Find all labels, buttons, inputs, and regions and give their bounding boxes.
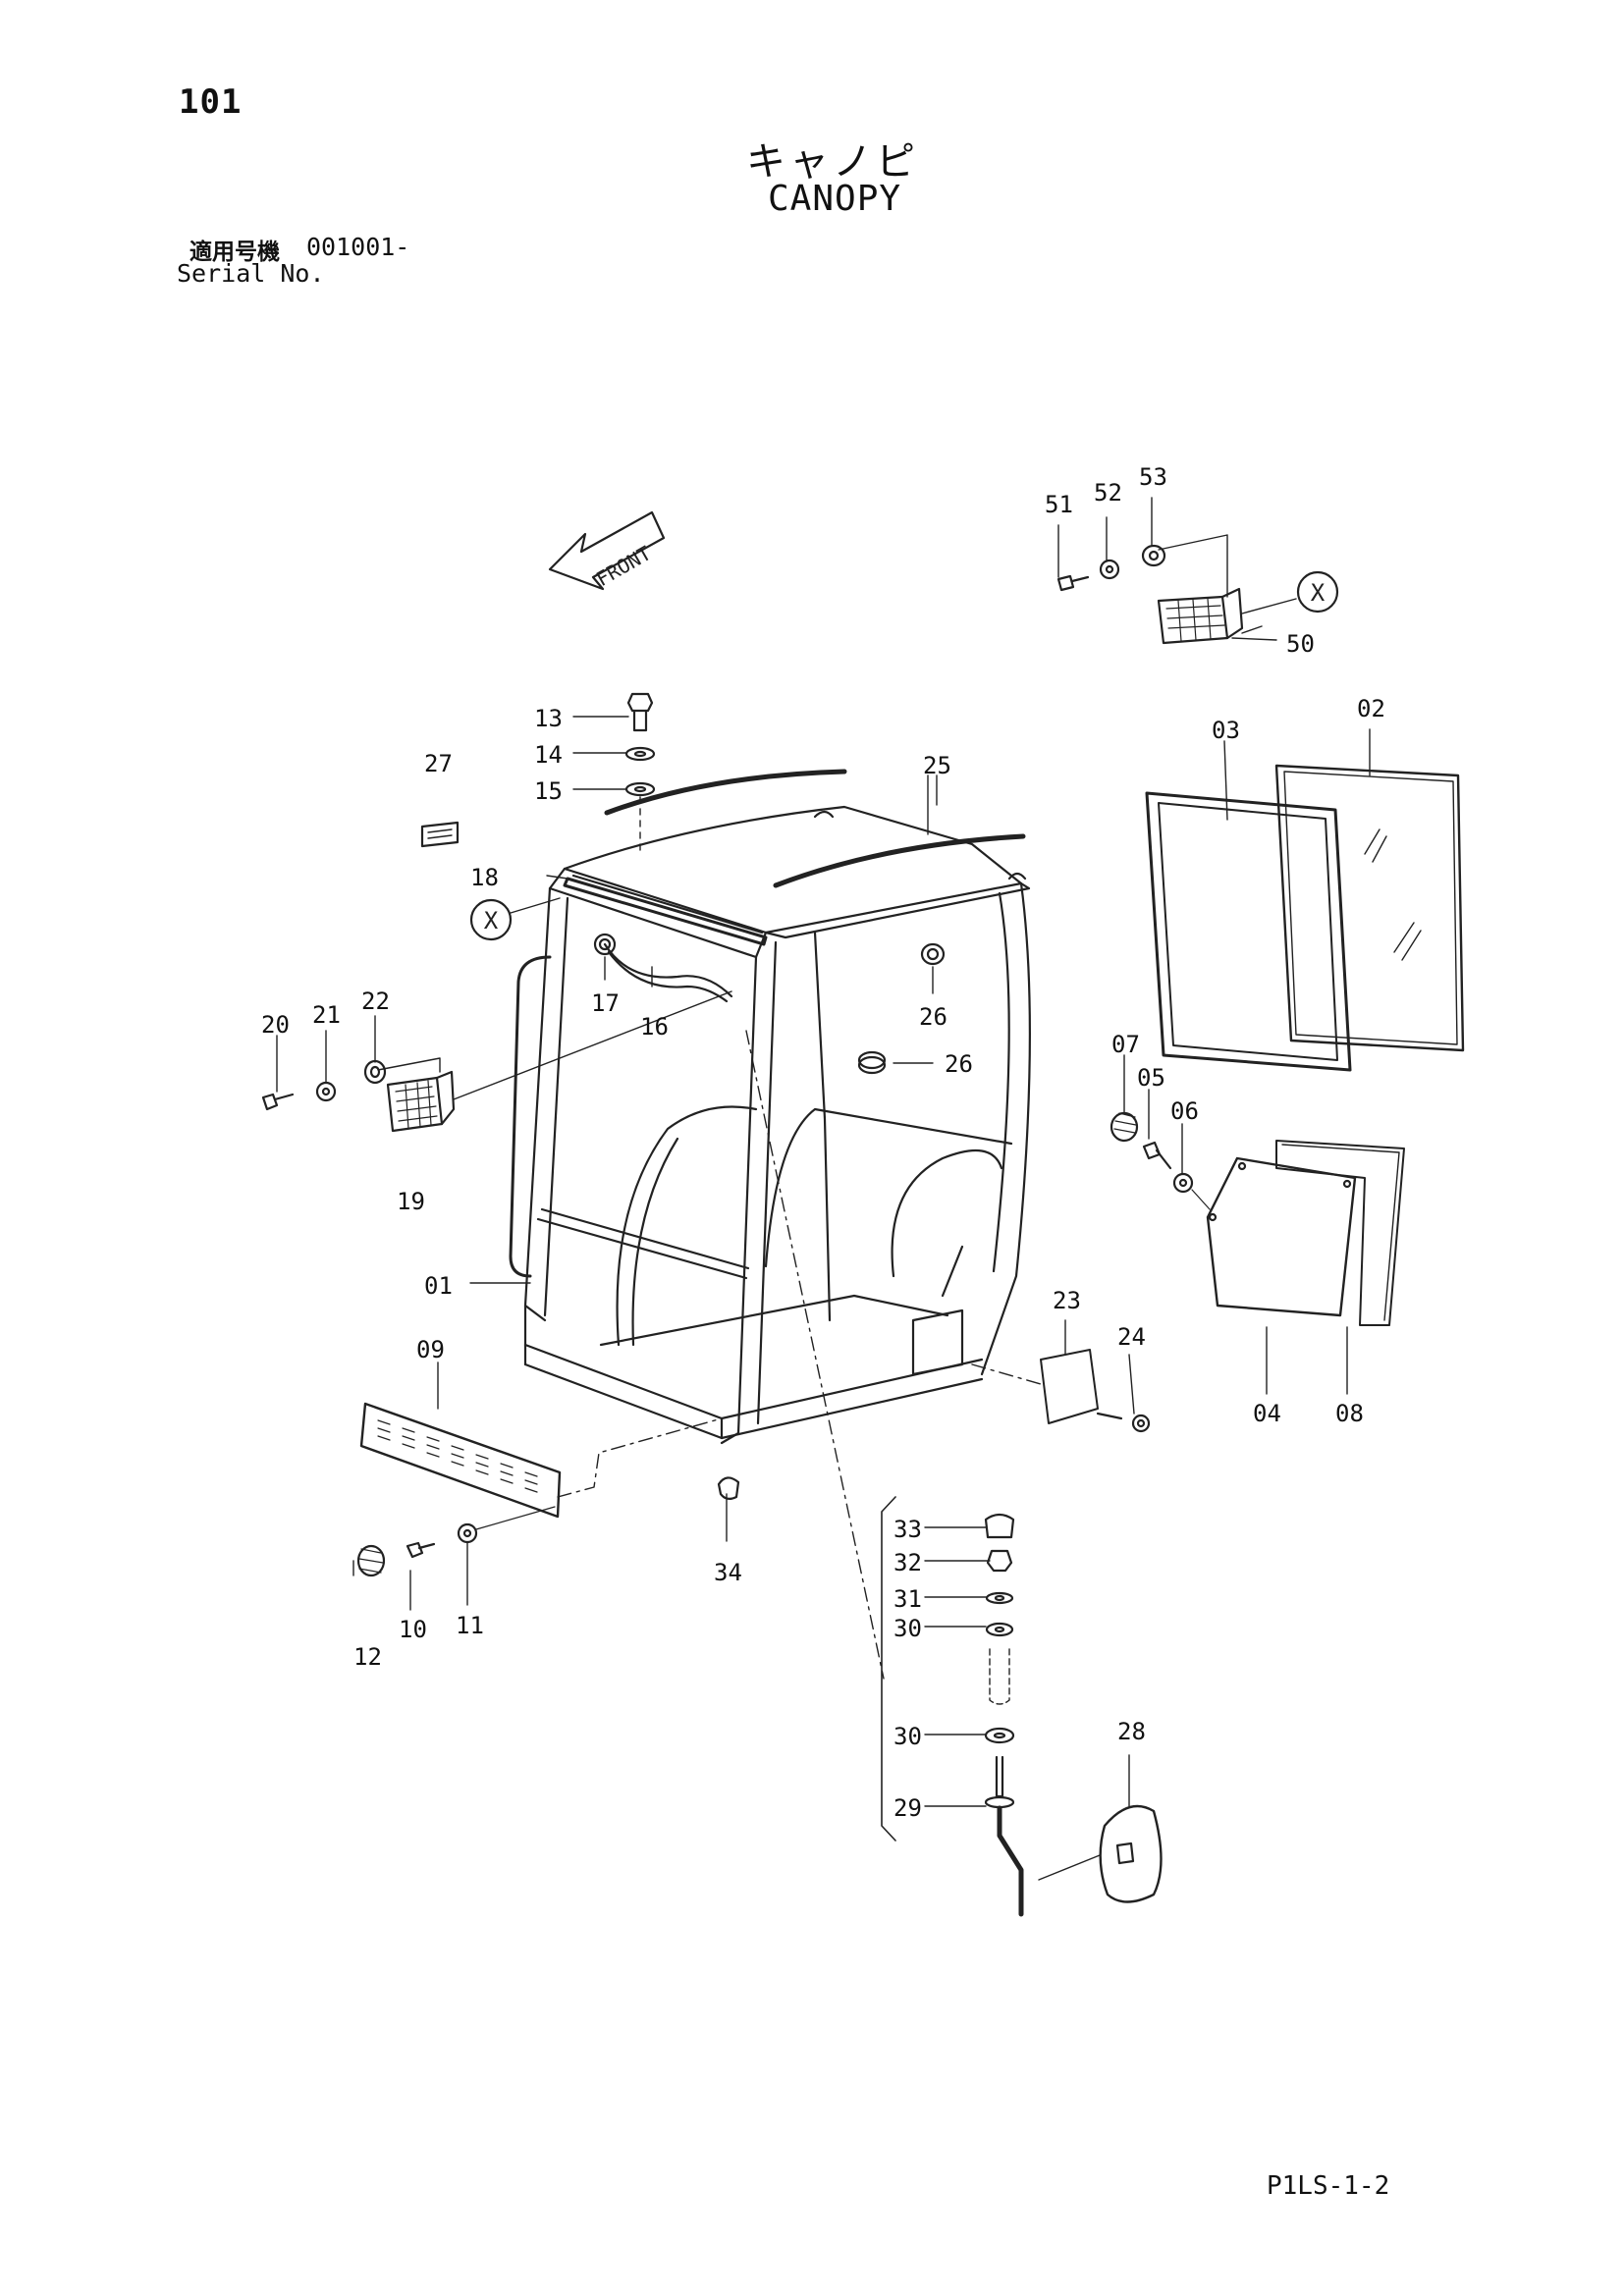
- callout-22: 22: [361, 988, 390, 1015]
- callout-26-upper: 26: [919, 1003, 947, 1031]
- reference-mark-upper: X: [1296, 570, 1339, 614]
- page-code: P1LS-1-2: [1267, 2171, 1390, 2201]
- callout-03: 03: [1212, 717, 1240, 744]
- callout-32: 32: [893, 1549, 922, 1576]
- work-lamp-left: [261, 990, 732, 1133]
- light-bar: [563, 874, 768, 946]
- title-english: CANOPY: [768, 179, 902, 219]
- callout-05: 05: [1137, 1064, 1165, 1092]
- callout-33: 33: [893, 1516, 922, 1543]
- reference-mark-lower-label: X: [484, 907, 499, 934]
- callout-17: 17: [591, 989, 620, 1017]
- reference-mark-lower: X: [469, 897, 561, 941]
- callout-29: 29: [893, 1794, 922, 1822]
- window-glass-assembly: [1145, 764, 1465, 1072]
- callout-08: 08: [1335, 1400, 1364, 1427]
- title-japanese: キャノピ: [746, 139, 919, 185]
- serial-value: 001001-: [306, 233, 410, 261]
- callout-02: 02: [1357, 695, 1385, 722]
- front-arrow: FRONT: [548, 510, 666, 591]
- callout-24: 24: [1117, 1323, 1146, 1351]
- callout-52: 52: [1094, 479, 1122, 507]
- roof-bolt-stack: [624, 692, 656, 855]
- callout-12: 12: [353, 1643, 382, 1671]
- harness-grommet: [593, 933, 733, 1003]
- callout-50: 50: [1286, 630, 1315, 658]
- callout-28: 28: [1117, 1718, 1146, 1745]
- front-arrow-label: FRONT: [592, 541, 655, 591]
- callout-34: 34: [714, 1559, 742, 1586]
- callout-25: 25: [923, 752, 951, 779]
- rubber-stopper: [717, 1476, 740, 1501]
- callout-14: 14: [534, 741, 563, 769]
- callout-53: 53: [1139, 463, 1167, 491]
- leader-lines: [276, 497, 1371, 1807]
- access-cover: [971, 1349, 1151, 1433]
- callout-27: 27: [424, 750, 453, 777]
- canopy-frame: [509, 769, 1031, 1445]
- callout-21: 21: [312, 1001, 341, 1029]
- work-lamp-right: [1056, 534, 1297, 645]
- callout-07: 07: [1111, 1031, 1140, 1058]
- callout-51: 51: [1045, 491, 1073, 518]
- louvre-plate-assembly: [356, 1402, 723, 1577]
- serial-label-japanese: 適用号機: [189, 240, 280, 265]
- rubber-mounts: [857, 942, 946, 1075]
- callout-16: 16: [640, 1013, 669, 1041]
- callout-06: 06: [1170, 1097, 1199, 1125]
- callout-01: 01: [424, 1272, 453, 1300]
- decal-plate: [420, 821, 460, 848]
- callout-20: 20: [261, 1011, 290, 1039]
- side-plate-assembly: [1110, 1111, 1405, 1326]
- callout-23: 23: [1053, 1287, 1081, 1314]
- callout-09: 09: [416, 1336, 445, 1363]
- callout-26-lower: 26: [945, 1050, 973, 1078]
- callout-30-lower: 30: [893, 1723, 922, 1750]
- mirror-assembly: [745, 1030, 1163, 1917]
- page-number: 101: [179, 82, 243, 122]
- callout-15: 15: [534, 777, 563, 805]
- part-callouts: 01 02 03 04 05 06 07 08 09 10 11 12 13 1…: [261, 463, 1385, 1822]
- serial-label-english: Serial No.: [177, 259, 325, 288]
- callout-19: 19: [397, 1188, 425, 1215]
- reference-mark-upper-label: X: [1311, 579, 1326, 607]
- callout-13: 13: [534, 705, 563, 732]
- callout-31: 31: [893, 1585, 922, 1613]
- callout-18: 18: [470, 864, 499, 891]
- callout-04: 04: [1253, 1400, 1281, 1427]
- callout-10: 10: [399, 1616, 427, 1643]
- callout-30-upper: 30: [893, 1615, 922, 1642]
- callout-11: 11: [456, 1612, 484, 1639]
